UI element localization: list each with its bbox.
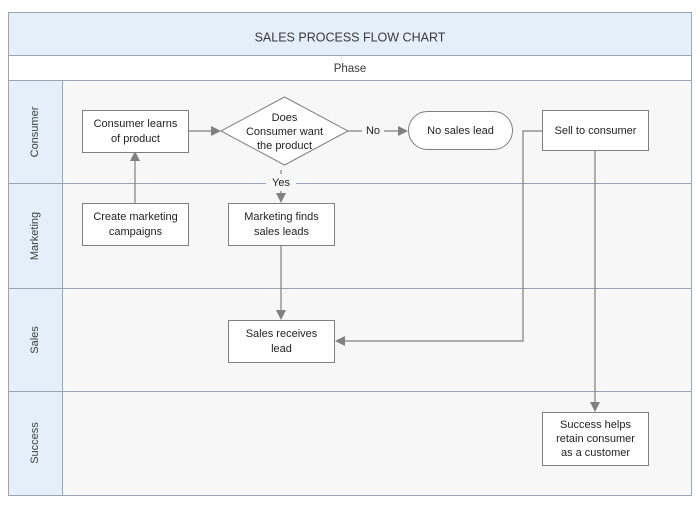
- page-title: SALES PROCESS FLOW CHART: [255, 30, 446, 44]
- lane-header-success: [8, 391, 63, 496]
- node-create-campaigns-line-1: Create marketing: [93, 211, 177, 223]
- node-decision-line-1: Does: [272, 112, 298, 124]
- node-does-consumer-want-the-product[interactable]: Does Consumer want the product: [219, 96, 350, 166]
- lane-label-marketing: Marketing: [29, 212, 41, 260]
- lane-label-sales: Sales: [29, 326, 41, 354]
- lane-header-consumer: [8, 80, 63, 184]
- node-consumer-learns-line-1: Consumer learns: [94, 118, 178, 130]
- node-success-helps-retain-consumer[interactable]: Success helps retain consumer as a custo…: [542, 412, 649, 466]
- node-no-sales-lead-label: No sales lead: [427, 125, 494, 137]
- arrowhead-sell-to-success: [590, 402, 600, 412]
- node-sales-receives-line-2: lead: [271, 343, 292, 355]
- arrowhead-decision-to-marketing: [276, 193, 286, 203]
- node-consumer-learns-of-product[interactable]: Consumer learns of product: [82, 110, 189, 153]
- arrowhead-marketing-to-sales: [276, 310, 286, 320]
- node-success-retain-line-1: Success helps: [560, 419, 631, 431]
- node-create-marketing-campaigns[interactable]: Create marketing campaigns: [82, 203, 189, 246]
- node-consumer-learns-line-2: of product: [111, 133, 160, 145]
- node-marketing-finds-sales-leads[interactable]: Marketing finds sales leads: [228, 203, 335, 246]
- node-sales-receives-lead[interactable]: Sales receives lead: [228, 320, 335, 363]
- node-no-sales-lead[interactable]: No sales lead: [408, 111, 513, 150]
- phase-header-label: Phase: [334, 63, 367, 75]
- arrowhead-learns-to-decision: [211, 126, 221, 136]
- arrowhead-decision-to-no-sales-lead: [398, 126, 408, 136]
- node-decision-line-3: the product: [257, 140, 312, 152]
- lane-label-consumer: Consumer: [29, 106, 41, 157]
- edge-label-no: No: [366, 125, 380, 137]
- node-create-campaigns-line-2: campaigns: [109, 226, 163, 238]
- edge-label-no-bg: [362, 122, 384, 139]
- lane-body-sales: [62, 288, 692, 392]
- lane-label-success: Success: [29, 422, 41, 464]
- node-success-retain-line-2: retain consumer: [556, 433, 635, 445]
- node-sell-to-consumer[interactable]: Sell to consumer: [542, 110, 649, 151]
- node-decision-line-2: Consumer want: [246, 126, 323, 138]
- node-sell-to-consumer-label: Sell to consumer: [555, 125, 637, 137]
- node-marketing-finds-line-2: sales leads: [254, 226, 310, 238]
- connector-sell-to-sales: [345, 130, 542, 342]
- edge-label-yes-bg: [266, 174, 296, 191]
- node-success-retain-line-3: as a customer: [561, 447, 630, 459]
- node-marketing-finds-line-1: Marketing finds: [244, 211, 319, 223]
- node-sales-receives-line-1: Sales receives: [246, 328, 318, 340]
- diagram-title-box: [8, 12, 692, 56]
- arrowhead-campaigns-to-learns: [130, 151, 140, 161]
- arrowhead-sell-to-sales: [335, 336, 345, 346]
- phase-header-box: [8, 55, 692, 81]
- edge-label-yes: Yes: [272, 177, 290, 189]
